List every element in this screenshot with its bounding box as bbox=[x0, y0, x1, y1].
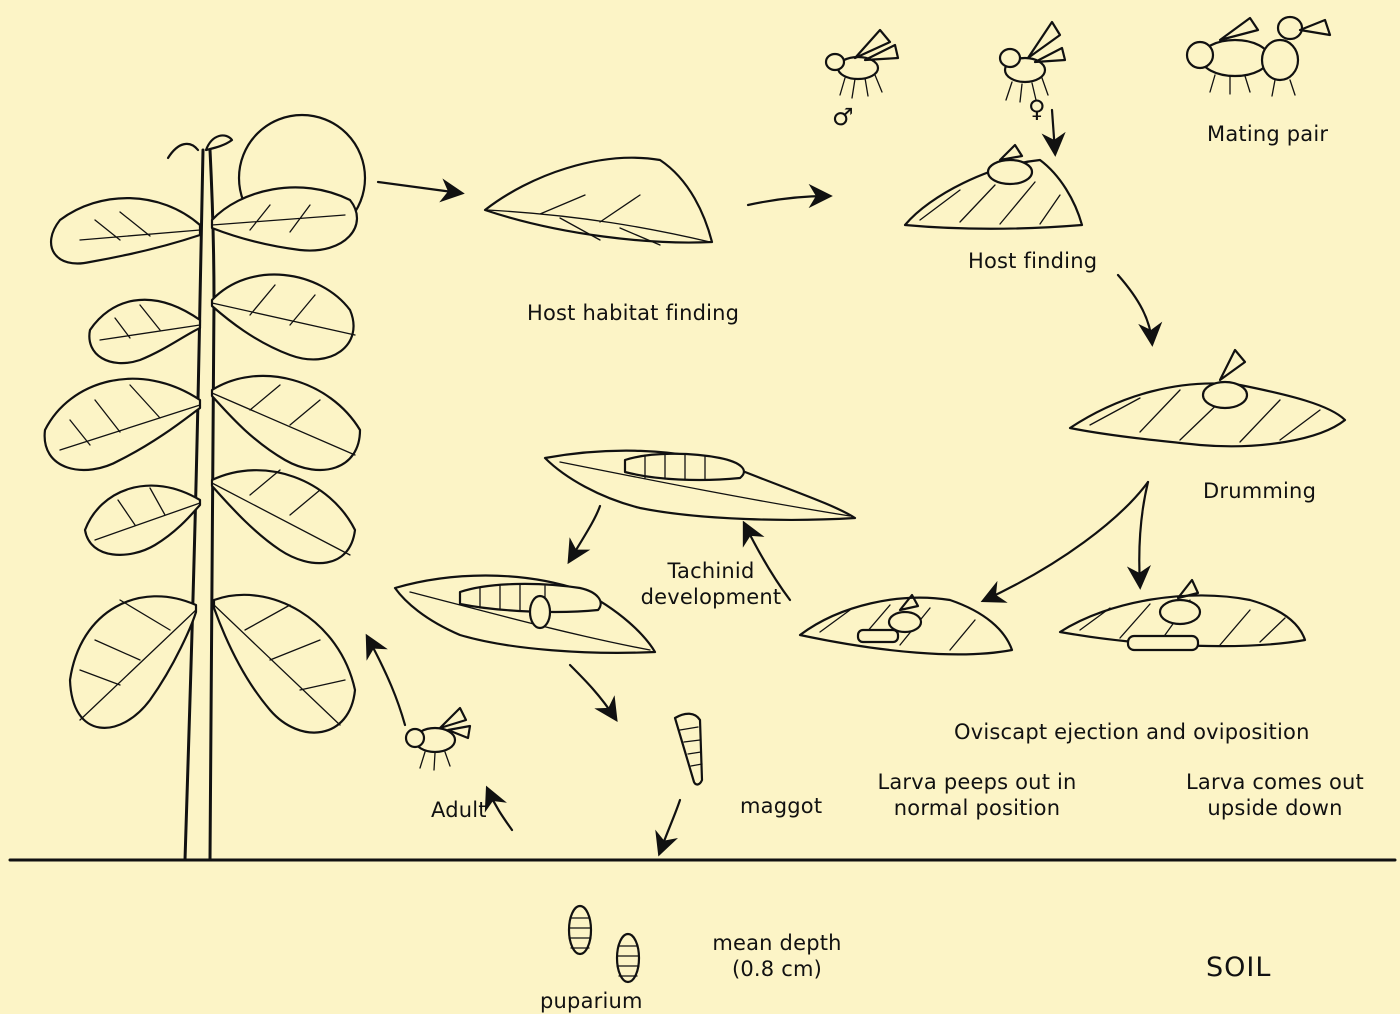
maggot-label: maggot bbox=[740, 793, 822, 819]
plant-illustration bbox=[45, 115, 365, 860]
puparium-illustration bbox=[569, 906, 639, 982]
mating-pair-label: Mating pair bbox=[1207, 121, 1328, 147]
larva-upside-leaf bbox=[1060, 580, 1305, 650]
host-finding-label: Host finding bbox=[968, 248, 1097, 274]
larva-normal-label: Larva peeps out in normal position bbox=[877, 769, 1076, 821]
larva-upside-label: Larva comes out upside down bbox=[1186, 769, 1364, 821]
adult-fly bbox=[406, 708, 470, 770]
puparium-label: puparium bbox=[540, 988, 643, 1014]
host-habitat-leaf bbox=[485, 158, 712, 245]
male-symbol: ♂ bbox=[832, 104, 854, 130]
adult-label: Adult bbox=[431, 797, 487, 823]
host-finding-leaf bbox=[905, 145, 1082, 229]
mating-pair-flies bbox=[1187, 17, 1330, 96]
female-fly bbox=[1000, 22, 1065, 102]
tachinid-development-leaf-upper bbox=[545, 451, 855, 520]
host-habitat-finding-label: Host habitat finding bbox=[527, 300, 739, 326]
female-symbol: ♀ bbox=[1028, 96, 1046, 122]
tachinid-development-label: Tachinid development bbox=[641, 558, 782, 610]
soil-label: SOIL bbox=[1206, 955, 1271, 981]
tachinid-development-leaf-lower bbox=[395, 576, 655, 653]
drumming-label: Drumming bbox=[1203, 478, 1316, 504]
larva-normal-leaf bbox=[800, 595, 1012, 654]
oviscapt-label: Oviscapt ejection and oviposition bbox=[954, 719, 1310, 745]
mean-depth-label: mean depth (0.8 cm) bbox=[712, 930, 841, 982]
male-fly bbox=[826, 30, 898, 98]
drumming-leaf bbox=[1070, 350, 1345, 446]
maggot-illustration bbox=[675, 714, 702, 785]
